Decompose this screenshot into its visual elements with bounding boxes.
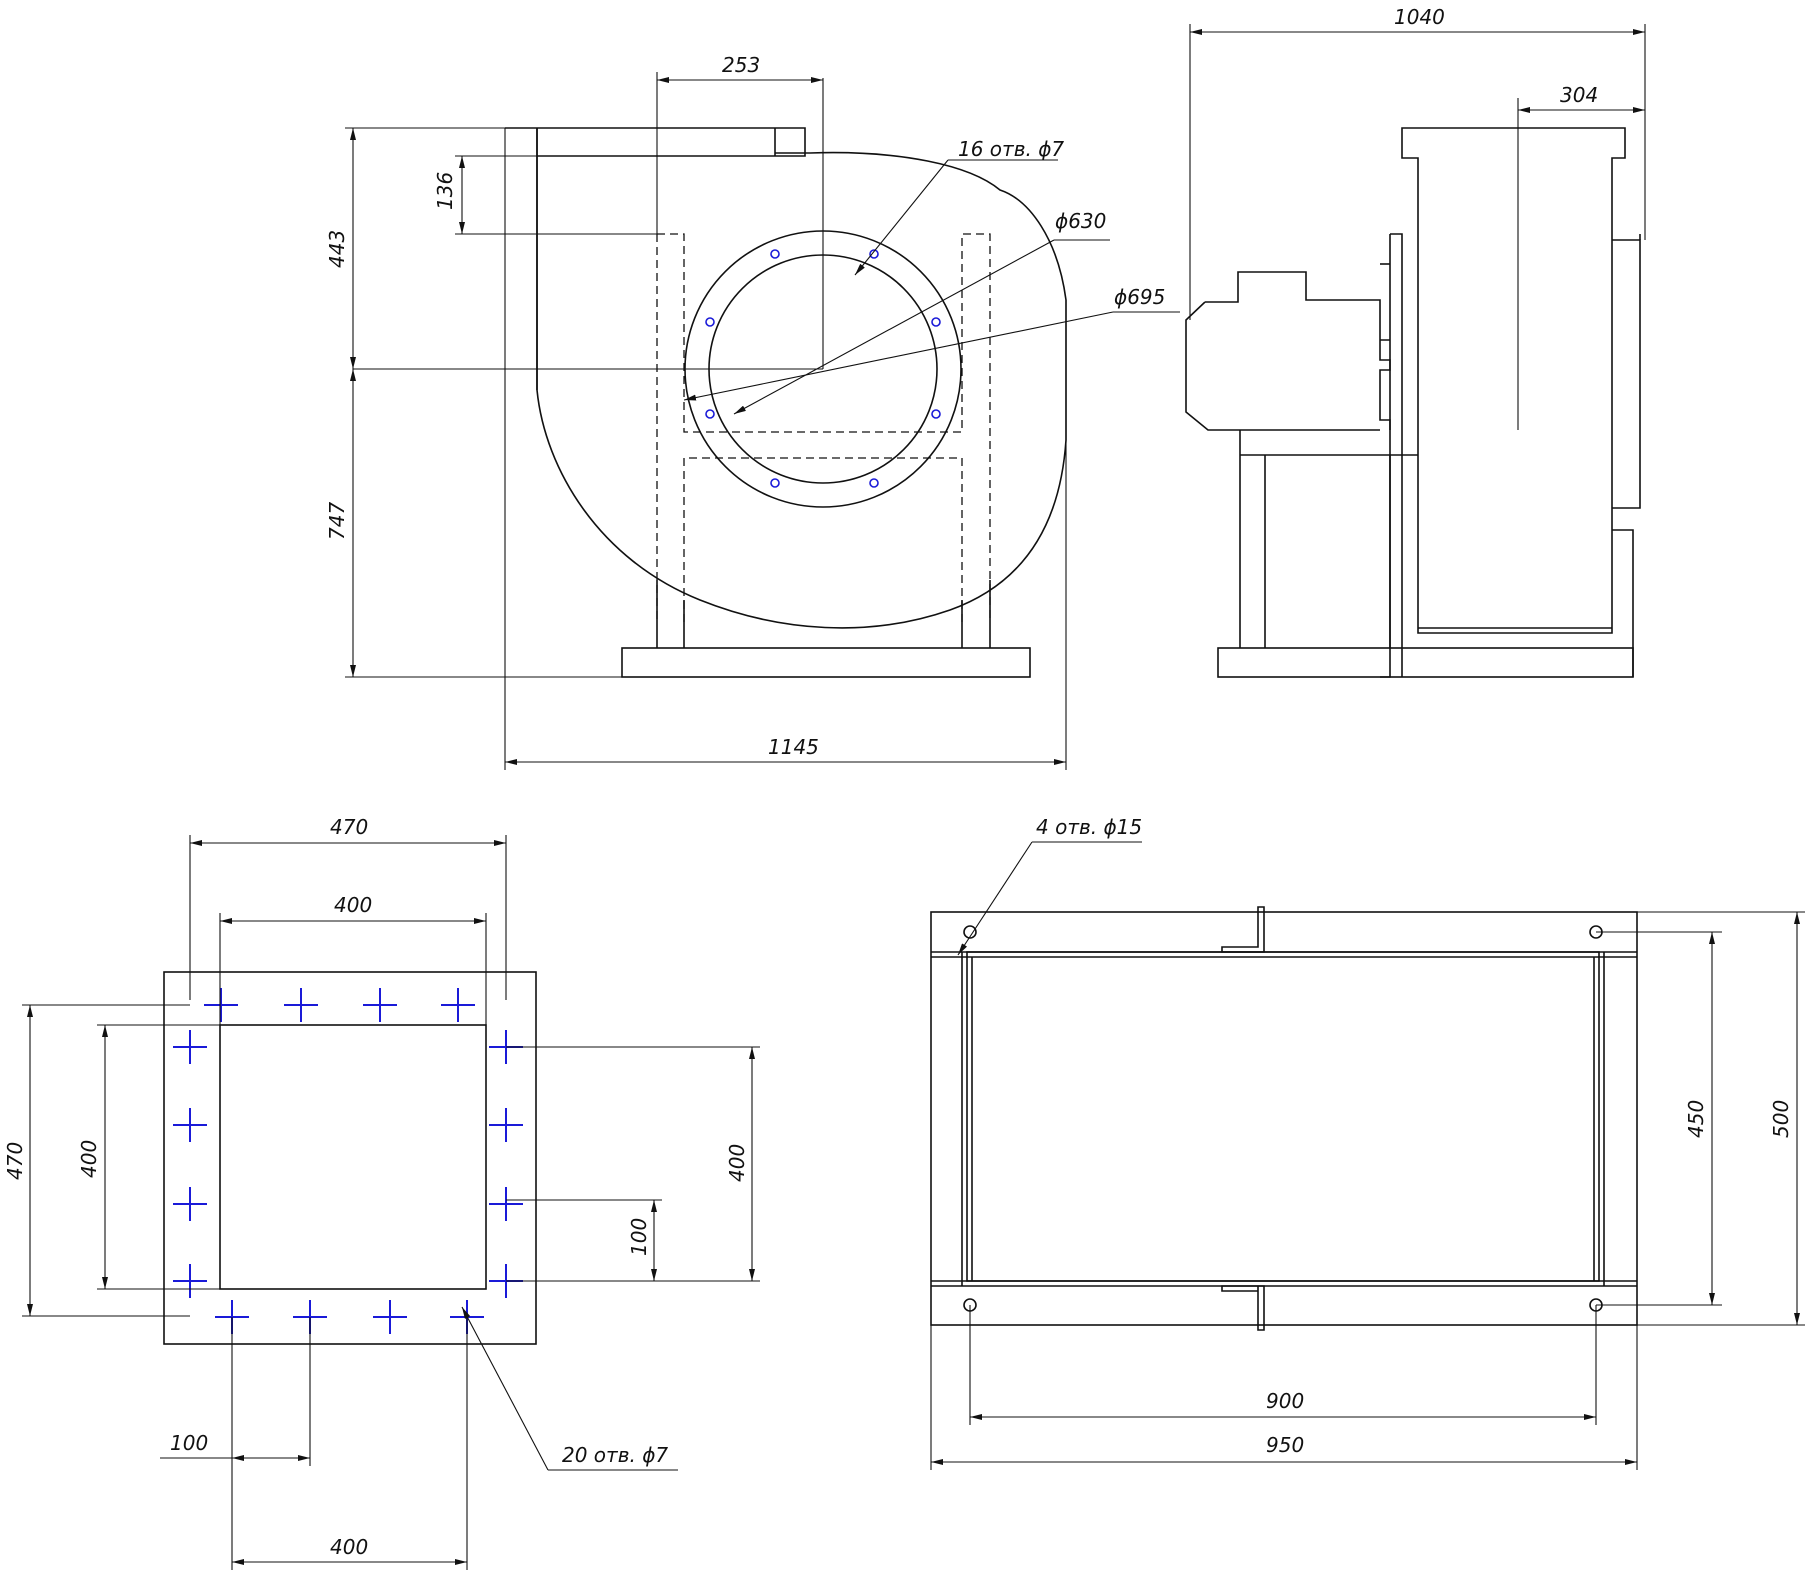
frame-outer: [930, 911, 1638, 1326]
dim-upper-height: 443: [325, 230, 349, 268]
motor-stand: [1239, 430, 1418, 648]
dim-hole-span-y: 450: [1684, 1100, 1708, 1138]
outlet-duct: [505, 127, 806, 157]
dim-overall-y: 500: [1769, 1100, 1793, 1138]
note-frame-holes: 4 отв. ϕ15: [1036, 815, 1142, 839]
flange-bolt-holes: [173, 988, 523, 1334]
dim-hole-span-right: 400: [725, 1144, 749, 1182]
frame-rails: [931, 951, 1637, 1287]
note-flange-bolt-holes: 20 отв. ϕ7: [562, 1443, 668, 1467]
dim-lower-height: 747: [325, 502, 349, 540]
outlet-flange-view: 470 400 470 400 400 100 100 400 20 отв. …: [3, 815, 760, 1570]
dim-inner-width: 400: [334, 893, 372, 917]
base-frame-view: 4 отв. ϕ15 900 950 450 500: [930, 815, 1805, 1470]
front-base-plate: [621, 647, 1031, 678]
dim-hole-pitch-right: 100: [627, 1218, 651, 1256]
frame-mounting-holes: [963, 925, 1603, 1312]
side-base-plate: [1217, 647, 1634, 678]
side-housing: [1401, 127, 1626, 634]
front-view: 253 443 747 136 1145 16 отв. ϕ7 ϕ630 ϕ69…: [325, 53, 1180, 770]
dim-outlet-offset: 253: [722, 53, 760, 77]
dim-width-total: 1145: [768, 735, 819, 759]
front-legs: [656, 580, 991, 648]
frame-joint-plates: [1221, 906, 1265, 1331]
inlet-flange-holes: [705, 249, 941, 488]
flange-opening: [219, 1024, 487, 1290]
flange-outer: [163, 971, 537, 1345]
note-inner-diameter: ϕ630: [1055, 209, 1106, 233]
motor-body: [1185, 271, 1391, 431]
dim-total-length: 1040: [1394, 5, 1445, 29]
dim-overall-x: 950: [1266, 1433, 1304, 1457]
dim-outer-width: 470: [330, 815, 368, 839]
dim-hole-span-bottom: 400: [330, 1535, 368, 1559]
hidden-support-frame: [656, 233, 991, 622]
frame-inner-opening: [966, 951, 1600, 1282]
dim-outlet-depth: 304: [1560, 83, 1598, 107]
dim-outlet-height: 136: [433, 172, 457, 210]
side-inlet-flange: [1612, 239, 1641, 677]
dim-hole-span-x: 900: [1266, 1389, 1304, 1413]
side-view: 1040 304: [1185, 5, 1646, 678]
note-flange-holes: 16 отв. ϕ7: [958, 137, 1064, 161]
dim-inner-height: 400: [77, 1140, 101, 1178]
scroll-housing-outline: [536, 128, 1067, 629]
dim-outer-height: 470: [3, 1142, 27, 1180]
dim-hole-pitch-bottom: 100: [170, 1431, 208, 1455]
note-outer-diameter: ϕ695: [1114, 285, 1165, 309]
